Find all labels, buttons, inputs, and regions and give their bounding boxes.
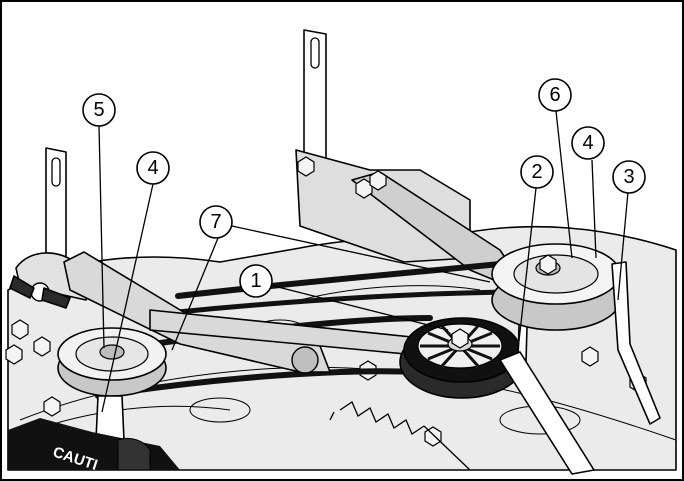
flat-idler-pulley bbox=[399, 317, 525, 399]
right-belt-guard bbox=[611, 261, 661, 425]
callout-1-label: 1 bbox=[250, 270, 261, 292]
callout-7: 7 bbox=[199, 205, 233, 239]
callout-2-label: 2 bbox=[531, 161, 542, 183]
callout-1: 1 bbox=[239, 264, 273, 298]
callout-3-label: 3 bbox=[623, 166, 634, 188]
callout-6-label: 6 bbox=[549, 84, 560, 106]
right-spindle-pulley bbox=[491, 243, 621, 331]
callout-leaders bbox=[98, 110, 629, 413]
callout-7-label: 7 bbox=[210, 211, 221, 233]
callout-4-left-label: 4 bbox=[147, 157, 158, 179]
callout-5-label: 5 bbox=[93, 99, 104, 121]
caution-decal: CAUTI bbox=[8, 418, 180, 474]
callout-4-right: 4 bbox=[571, 126, 605, 160]
callout-2: 2 bbox=[520, 155, 554, 189]
center-bracket-assembly bbox=[295, 29, 513, 281]
callout-5: 5 bbox=[82, 93, 116, 127]
callout-3: 3 bbox=[612, 160, 646, 194]
callout-4-right-label: 4 bbox=[582, 132, 593, 154]
tension-spring bbox=[329, 401, 471, 471]
callout-6: 6 bbox=[538, 78, 572, 112]
callout-4-left: 4 bbox=[136, 151, 170, 185]
left-mounting-bracket bbox=[45, 147, 67, 269]
